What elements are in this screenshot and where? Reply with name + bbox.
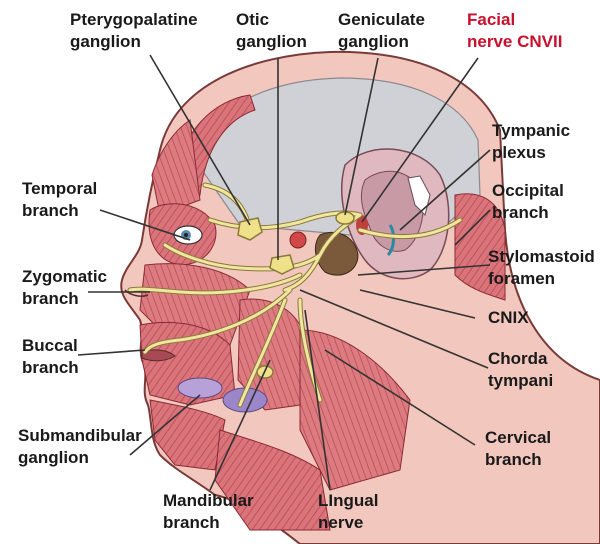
mouth xyxy=(141,349,176,362)
leader-lines xyxy=(77,54,491,491)
masseter-muscle xyxy=(237,298,306,411)
pterygopalatine-ganglion xyxy=(237,217,263,241)
label-occipital-branch: Occipital branch xyxy=(492,181,569,222)
label-temporal-branch: Temporal branch xyxy=(22,179,102,220)
label-cnix: CNIX xyxy=(488,308,529,327)
forehead-muscle xyxy=(151,119,201,216)
label-mandibular-branch: Mandibular branch xyxy=(163,491,258,532)
otic-ganglion xyxy=(269,254,295,275)
label-submandibular-ganglion: Submandibular ganglion xyxy=(18,426,146,467)
label-lingual-nerve: LIngual nerve xyxy=(318,491,383,532)
label-chorda-tympani: Chorda tympani xyxy=(488,349,553,390)
neck-muscle xyxy=(299,329,411,491)
sublingual-gland xyxy=(177,377,223,399)
semicircular xyxy=(386,224,395,257)
tympanic-red xyxy=(289,231,307,249)
label-geniculate-ganglion: Geniculate ganglion xyxy=(338,10,430,51)
label-stylomastoid-foramen: Stylomastoid foramen xyxy=(488,247,599,288)
label-tympanic-plexus: Tympanic plexus xyxy=(492,121,575,162)
label-pterygopalatine-ganglion: Pterygopalatine ganglion xyxy=(70,10,202,51)
ear-inner xyxy=(360,170,424,252)
label-otic-ganglion: Otic ganglion xyxy=(236,10,307,51)
occipital-muscle xyxy=(454,193,506,301)
label-facial-nerve: Facial nerve CNVII xyxy=(467,10,562,51)
label-zygomatic-branch: Zygomatic branch xyxy=(22,267,112,308)
chin-muscle xyxy=(149,399,226,471)
label-buccal-branch: Buccal branch xyxy=(22,336,82,377)
nostril xyxy=(124,289,149,297)
label-cervical-branch: Cervical branch xyxy=(485,428,556,469)
